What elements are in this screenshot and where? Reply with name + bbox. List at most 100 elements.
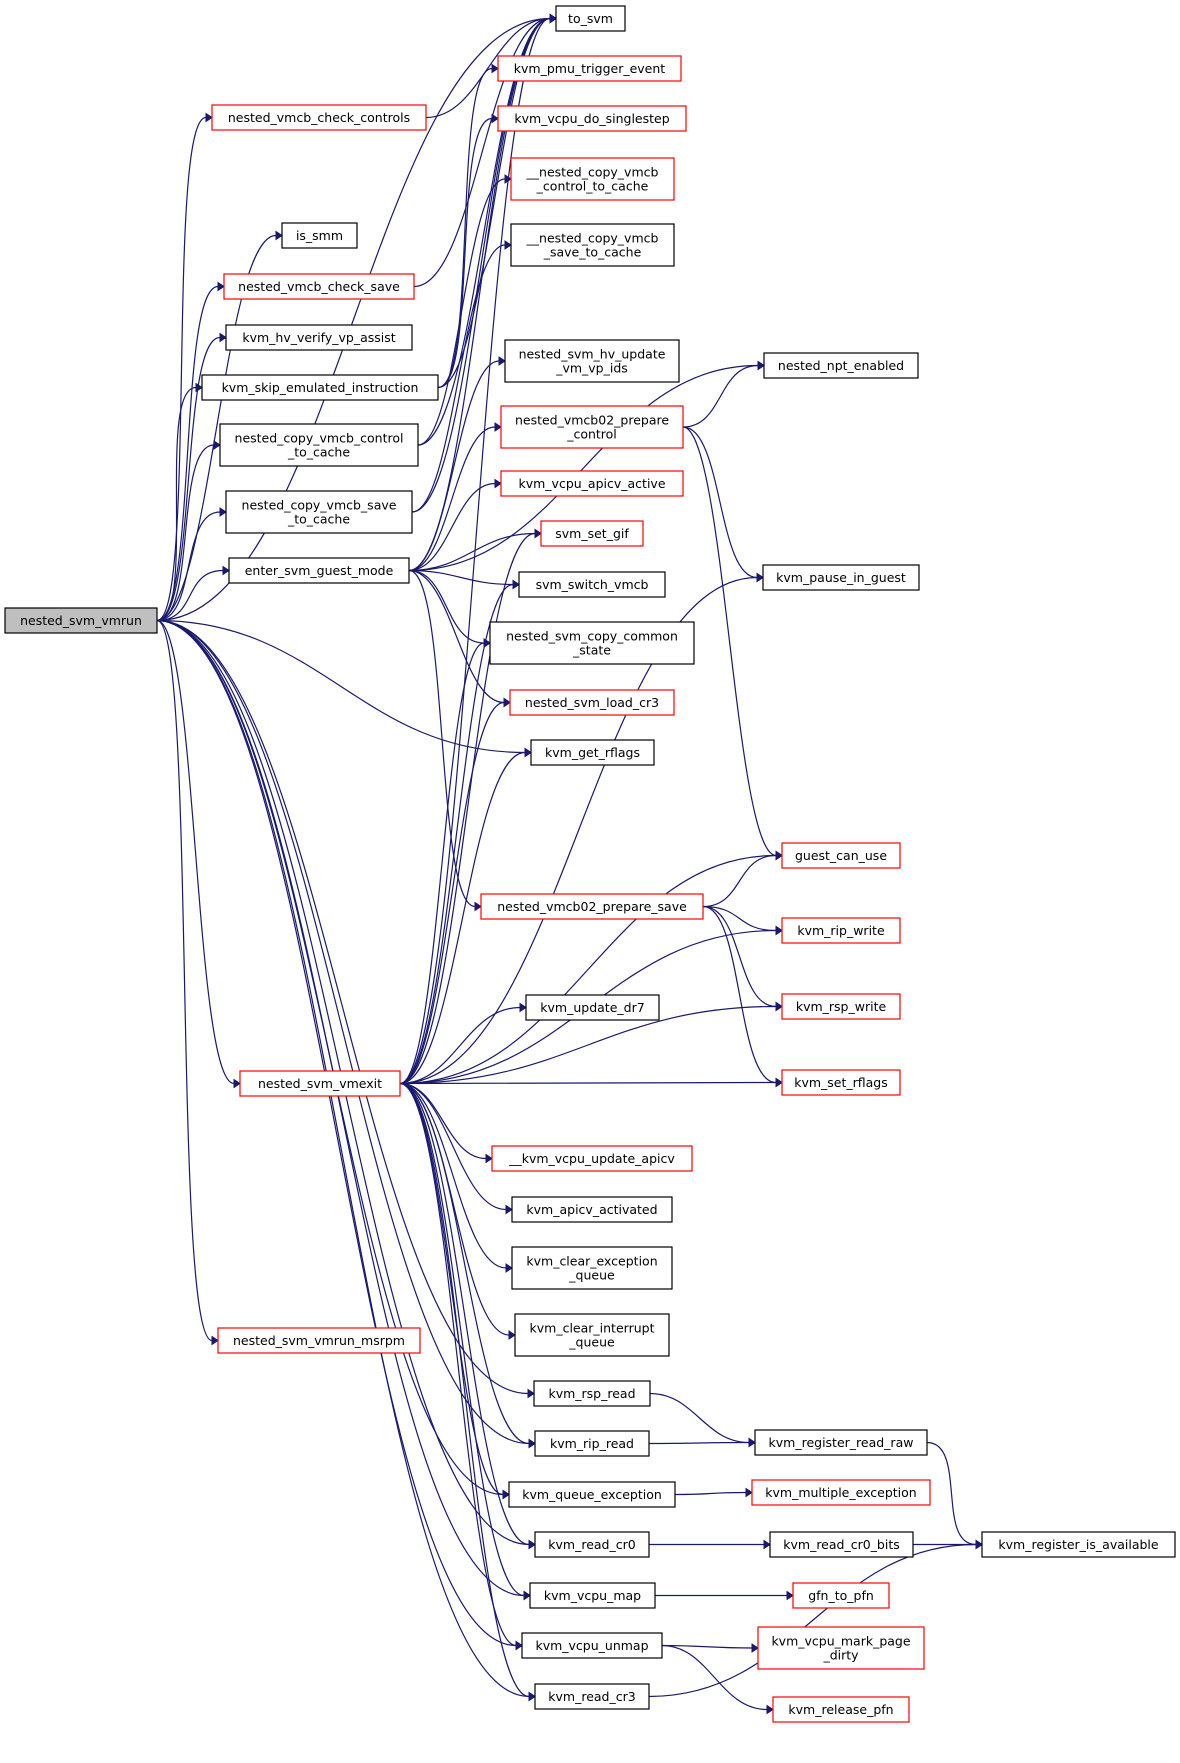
node-nested-copy-vmcb-save-to-cache[interactable]: __nested_copy_vmcb_save_to_cache xyxy=(510,223,675,267)
node-label: kvm_apicv_activated xyxy=(526,1202,657,1217)
arrowhead-kvm-apicv-activated xyxy=(505,1204,513,1215)
arrowhead-kvm-update-dr7 xyxy=(519,1002,527,1013)
arrowhead-kvm-read-cr0 xyxy=(528,1539,536,1550)
node-kvm-vcpu-mark-page-dirty[interactable]: kvm_vcpu_mark_page_dirty xyxy=(757,1626,925,1670)
node-kvm-register-is-available[interactable]: kvm_register_is_available xyxy=(981,1531,1176,1558)
node-is-smm[interactable]: is_smm xyxy=(281,222,358,249)
arrowhead-kvm-multiple-exception xyxy=(745,1487,753,1498)
node-kvm-clear-interrupt-queue[interactable]: kvm_clear_interrupt_queue xyxy=(514,1313,670,1357)
node-nested-vmcb-check-controls[interactable]: nested_vmcb_check_controls xyxy=(211,104,427,131)
node-nested-svm-load-cr3[interactable]: nested_svm_load_cr3 xyxy=(509,689,675,716)
node-nested-svm-copy-common-state[interactable]: nested_svm_copy_common_state xyxy=(489,621,695,665)
edge-nested-svm-vmexit-to-svm-switch-vmcb xyxy=(399,583,514,1085)
edges-layer xyxy=(156,13,983,1715)
node-label: nested_npt_enabled xyxy=(778,358,904,373)
arrowhead-kvm-read-cr0-bits xyxy=(763,1539,771,1550)
edge-nested-svm-vmrun-to-nested-svm-vmexit xyxy=(156,619,235,1085)
node-kvm-read-cr0-bits[interactable]: kvm_read_cr0_bits xyxy=(769,1531,914,1558)
node-kvm-apicv-activated[interactable]: kvm_apicv_activated xyxy=(511,1196,673,1223)
node-kvm-read-cr3[interactable]: kvm_read_cr3 xyxy=(534,1683,650,1710)
node-to-svm[interactable]: to_svm xyxy=(555,5,626,32)
node-nested-svm-vmrun[interactable]: nested_svm_vmrun xyxy=(4,607,158,634)
node-gfn-to-pfn[interactable]: gfn_to_pfn xyxy=(792,1582,890,1609)
node-box xyxy=(228,557,410,584)
node-box xyxy=(489,621,695,665)
node-nested-npt-enabled[interactable]: nested_npt_enabled xyxy=(763,352,919,379)
arrowhead-nested-copy-vmcb-control-to-cache xyxy=(213,440,221,450)
node-kvm-release-pfn[interactable]: kvm_release_pfn xyxy=(772,1696,910,1723)
node-nested-vmcb02-prepare-save[interactable]: nested_vmcb02_prepare_save xyxy=(480,893,704,920)
arrowhead-kvm-pmu-trigger-event xyxy=(491,63,499,74)
edge-nested-svm-vmrun-to-enter-svm-guest-mode xyxy=(156,569,224,622)
node-kvm-set-rflags[interactable]: kvm_set_rflags xyxy=(781,1069,901,1096)
node-box xyxy=(4,607,158,634)
node-label: kvm_rsp_read xyxy=(548,1386,635,1401)
arrowhead-kvm-vcpu-do-singlestep xyxy=(491,113,499,124)
node-label: kvm_rip_read xyxy=(550,1436,634,1451)
node-box xyxy=(480,893,704,920)
node-kvm-rsp-write[interactable]: kvm_rsp_write xyxy=(781,993,901,1020)
node-kvm-queue-exception[interactable]: kvm_queue_exception xyxy=(508,1481,676,1508)
arrowhead-kvm-get-rflags xyxy=(524,747,532,758)
edge-nested-vmcb02-prepare-save-to-kvm-set-rflags xyxy=(702,905,777,1084)
node-label: kvm_clear_interrupt xyxy=(530,1321,655,1336)
node-kvm-rip-write[interactable]: kvm_rip_write xyxy=(781,917,901,944)
node-nested-copy-vmcb-save-to-cache[interactable]: nested_copy_vmcb_save_to_cache xyxy=(225,490,413,534)
node-kvm-clear-exception-queue[interactable]: kvm_clear_exception_queue xyxy=(511,1246,673,1290)
node-label: kvm_update_dr7 xyxy=(540,1000,644,1015)
node-kvm-multiple-exception[interactable]: kvm_multiple_exception xyxy=(751,1479,931,1506)
node-kvm-vcpu-update-apicv[interactable]: __kvm_vcpu_update_apicv xyxy=(491,1145,693,1172)
node-box xyxy=(510,157,675,201)
node-kvm-vcpu-map[interactable]: kvm_vcpu_map xyxy=(529,1582,656,1609)
node-nested-svm-hv-update-vm-vp-ids[interactable]: nested_svm_hv_update_vm_vp_ids xyxy=(504,339,680,383)
node-nested-svm-vmrun-msrpm[interactable]: nested_svm_vmrun_msrpm xyxy=(217,1327,421,1354)
edge-nested-svm-vmrun-to-kvm-rip-read xyxy=(156,619,530,1445)
edge-nested-vmcb-check-save-to-to-svm xyxy=(413,17,551,288)
node-box xyxy=(751,1479,931,1506)
node-box xyxy=(211,104,427,131)
node-kvm-update-dr7[interactable]: kvm_update_dr7 xyxy=(525,994,660,1021)
arrowhead-kvm-vcpu-update-apicv xyxy=(485,1153,493,1164)
edge-nested-vmcb02-prepare-control-to-guest-can-use xyxy=(682,426,777,857)
node-nested-vmcb02-prepare-control[interactable]: nested_vmcb02_prepare_control xyxy=(500,405,684,449)
node-kvm-rsp-read[interactable]: kvm_rsp_read xyxy=(533,1380,651,1407)
node-label: nested_svm_vmexit xyxy=(258,1076,382,1091)
node-nested-copy-vmcb-control-to-cache[interactable]: __nested_copy_vmcb_control_to_cache xyxy=(510,157,675,201)
node-kvm-read-cr0[interactable]: kvm_read_cr0 xyxy=(534,1531,650,1558)
node-kvm-vcpu-unmap[interactable]: kvm_vcpu_unmap xyxy=(521,1632,663,1659)
arrowhead-kvm-read-cr3 xyxy=(528,1691,536,1702)
edge-nested-svm-vmexit-to-kvm-rip-read xyxy=(399,1082,530,1445)
node-label: _state xyxy=(572,643,611,658)
edge-nested-svm-vmrun-to-is-smm xyxy=(156,234,277,622)
edge-nested-svm-vmexit-to-kvm-queue-exception xyxy=(399,1082,504,1496)
edge-nested-vmcb-check-controls-to-to-svm xyxy=(425,17,551,119)
node-svm-switch-vmcb[interactable]: svm_switch_vmcb xyxy=(518,571,666,598)
node-nested-vmcb-check-save[interactable]: nested_vmcb_check_save xyxy=(223,273,415,300)
node-kvm-vcpu-do-singlestep[interactable]: kvm_vcpu_do_singlestep xyxy=(497,105,687,132)
node-enter-svm-guest-mode[interactable]: enter_svm_guest_mode xyxy=(228,557,410,584)
node-kvm-pause-in-guest[interactable]: kvm_pause_in_guest xyxy=(762,564,920,591)
node-kvm-vcpu-apicv-active[interactable]: kvm_vcpu_apicv_active xyxy=(500,470,684,497)
node-label: nested_svm_copy_common xyxy=(506,629,678,644)
node-box xyxy=(509,689,675,716)
edge-kvm-vcpu-unmap-to-kvm-release-pfn xyxy=(661,1644,768,1711)
node-guest-can-use[interactable]: guest_can_use xyxy=(781,842,901,869)
node-kvm-get-rflags[interactable]: kvm_get_rflags xyxy=(530,739,655,766)
edge-nested-svm-vmrun-to-kvm-vcpu-unmap xyxy=(156,619,517,1647)
node-kvm-register-read-raw[interactable]: kvm_register_read_raw xyxy=(754,1429,928,1456)
node-svm-set-gif[interactable]: svm_set_gif xyxy=(540,520,644,547)
node-label: kvm_release_pfn xyxy=(788,1702,893,1717)
node-kvm-hv-verify-vp-assist[interactable]: kvm_hv_verify_vp_assist xyxy=(225,324,413,351)
node-nested-svm-vmexit[interactable]: nested_svm_vmexit xyxy=(239,1070,401,1097)
edge-nested-svm-vmrun-to-kvm-get-rflags xyxy=(156,619,526,754)
edge-nested-copy-vmcb-save-to-cache-to-nested-copy-vmcb-save-to-cache xyxy=(411,244,506,513)
node-kvm-rip-read[interactable]: kvm_rip_read xyxy=(534,1430,650,1457)
node-label: _to_cache xyxy=(287,445,350,460)
node-kvm-pmu-trigger-event[interactable]: kvm_pmu_trigger_event xyxy=(497,55,682,82)
node-kvm-skip-emulated-instruction[interactable]: kvm_skip_emulated_instruction xyxy=(201,374,439,401)
edge-nested-svm-vmexit-to-svm-set-gif xyxy=(399,532,536,1085)
node-nested-copy-vmcb-control-to-cache[interactable]: nested_copy_vmcb_control_to_cache xyxy=(219,423,419,467)
node-label: _save_to_cache xyxy=(543,245,642,260)
node-label: kvm_pause_in_guest xyxy=(776,570,906,585)
arrowhead-nested-svm-copy-common-state xyxy=(483,638,491,648)
